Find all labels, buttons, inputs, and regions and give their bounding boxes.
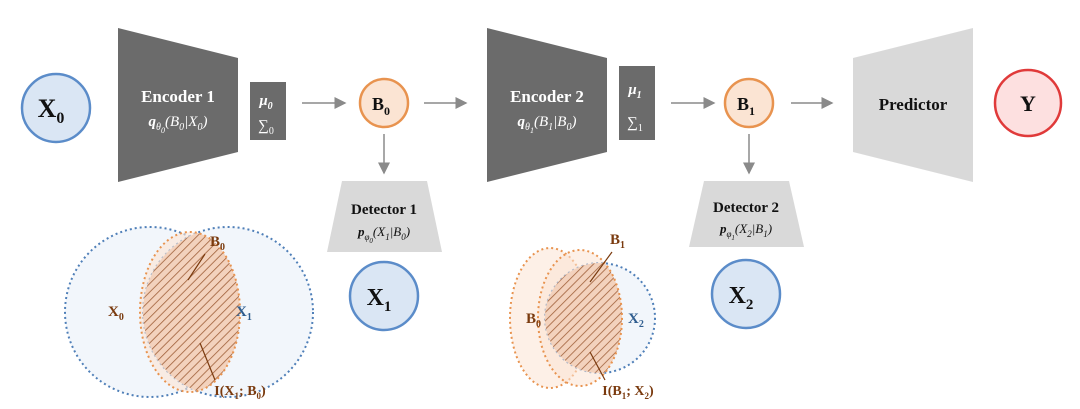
predictor-title: Predictor bbox=[879, 95, 948, 114]
venn2-x2-label: X2 bbox=[628, 311, 644, 330]
venn2-mutual-info-region bbox=[545, 263, 622, 373]
detector-1-title: Detector 1 bbox=[351, 202, 417, 218]
detector-1-formula: pφ0(X1|B0) bbox=[357, 224, 410, 245]
detector-2: Detector 2 pφ1(X2|B1) bbox=[689, 181, 804, 247]
svg-text:B0: B0 bbox=[372, 94, 390, 118]
encoder-1-formula: qθ0(B0|X0) bbox=[149, 114, 208, 135]
venn2-b1-ellipse bbox=[537, 249, 623, 387]
node-x2: X2 bbox=[710, 258, 782, 330]
detector-2-formula: pφ1(X2|B1) bbox=[719, 221, 772, 242]
encoder-2-formula: qθ1(B1|B0) bbox=[518, 114, 577, 135]
venn1-info-leader bbox=[199, 342, 216, 381]
node-x0: X0 bbox=[20, 72, 92, 144]
venn-diagram-1: B0 X0 X1 I(X1; B0) bbox=[64, 226, 314, 401]
node-y: Y bbox=[993, 68, 1063, 138]
detector-1: Detector 1 pφ0(X1|B0) bbox=[327, 181, 442, 252]
venn1-b0-leader bbox=[187, 253, 206, 281]
svg-text:∑0: ∑0 bbox=[258, 118, 274, 137]
svg-text:X0: X0 bbox=[38, 94, 65, 127]
node-b0: B0 bbox=[358, 77, 410, 129]
venn2-b1-label: B1 bbox=[610, 232, 625, 251]
encoder-2: Encoder 2 qθ1(B1|B0) bbox=[487, 28, 607, 182]
venn-diagram-2: B1 B0 X2 I(B1; X2) bbox=[509, 232, 656, 401]
venn1-info-label: I(X1; B0) bbox=[214, 384, 266, 401]
venn2-info-label: I(B1; X2) bbox=[602, 384, 654, 401]
svg-text:μ0: μ0 bbox=[258, 93, 272, 112]
node-x1: X1 bbox=[348, 260, 420, 332]
venn1-b0-label: B0 bbox=[210, 234, 225, 253]
detector-2-title: Detector 2 bbox=[713, 200, 779, 216]
encoder-1: Encoder 1 qθ0(B0|X0) bbox=[118, 28, 238, 182]
node-b1: B1 bbox=[723, 77, 775, 129]
venn1-mutual-info-region bbox=[143, 232, 240, 392]
svg-text:X2: X2 bbox=[729, 283, 754, 313]
svg-text:X1: X1 bbox=[367, 285, 392, 315]
venn2-info-leader bbox=[589, 351, 606, 381]
svg-text:B1: B1 bbox=[737, 94, 755, 118]
svg-text:∑1: ∑1 bbox=[627, 115, 643, 134]
encoder-2-title: Encoder 2 bbox=[510, 87, 584, 106]
stats-box-1: μ1 ∑1 bbox=[619, 66, 655, 140]
encoder-1-title: Encoder 1 bbox=[141, 87, 215, 106]
predictor: Predictor bbox=[853, 28, 973, 182]
venn1-x0-label: X0 bbox=[108, 304, 124, 323]
venn2-b0-label: B0 bbox=[526, 311, 541, 330]
venn1-x1-label: X1 bbox=[236, 304, 252, 323]
stats-box-0: μ0 ∑0 bbox=[250, 82, 286, 140]
venn1-b0-ellipse bbox=[139, 231, 241, 393]
svg-text:Y: Y bbox=[1020, 91, 1036, 116]
svg-text:μ1: μ1 bbox=[627, 82, 641, 101]
venn2-b1-leader bbox=[589, 251, 613, 283]
